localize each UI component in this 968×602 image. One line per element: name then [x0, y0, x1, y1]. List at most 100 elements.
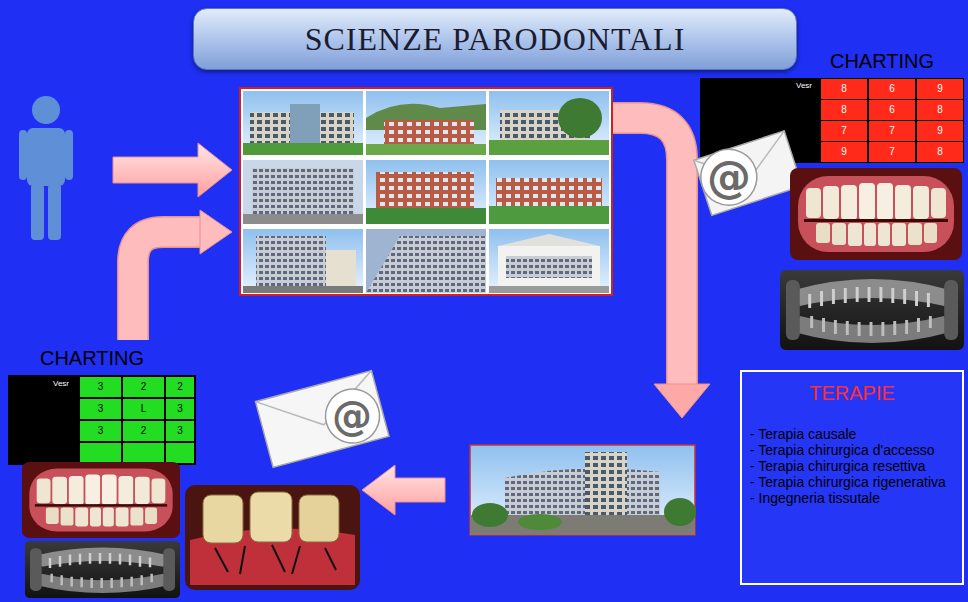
hospital-photo [585, 452, 627, 520]
hospital-collage [489, 229, 609, 293]
periodontal-chart [80, 399, 121, 419]
at-symbol: @ [324, 390, 380, 442]
hospital-collage [366, 236, 486, 293]
person-icon [31, 184, 44, 240]
person-icon [65, 130, 73, 180]
chart-value: 2 [123, 421, 164, 441]
hospital-photo [505, 468, 660, 520]
chart-value: 8 [821, 100, 867, 120]
periodontal-chart [166, 421, 194, 441]
periodontal-chart [166, 443, 194, 463]
flow-arrows [612, 118, 682, 386]
periodontal-chart [166, 377, 194, 397]
teeth-photo [22, 462, 180, 538]
person-icon [27, 128, 65, 186]
email-envelope [694, 130, 803, 215]
periodontal-chart [80, 443, 121, 463]
hospital-collage [240, 88, 612, 295]
periodontal-chart [917, 142, 963, 162]
surgery-photo [299, 495, 339, 542]
list-item: - Terapia chirurgica rigenerativa [750, 474, 954, 490]
person-icon [19, 96, 73, 240]
chart-value: 9 [917, 79, 963, 99]
hospital-collage [366, 160, 486, 224]
title-banner: SCIENZE PARODONTALI [193, 8, 797, 70]
chart-value: 3 [166, 399, 194, 419]
periodontal-chart [80, 421, 121, 441]
periodontal-chart [917, 121, 963, 141]
box-heading: TERAPIE [750, 382, 954, 404]
email-envelope [256, 371, 390, 468]
teeth-photo [22, 462, 180, 538]
chart-value: 3 [80, 421, 121, 441]
hospital-collage [366, 208, 486, 224]
surgery-photo [203, 495, 243, 543]
email-envelope [256, 371, 390, 468]
panoramic-xray [780, 270, 964, 350]
periodontal-chart [123, 399, 164, 419]
hospital-photo [470, 445, 696, 535]
list-item: - Terapia causale [750, 426, 954, 442]
hospital-photo [472, 503, 508, 527]
teeth-photo [790, 168, 962, 260]
at-symbol: @ [699, 149, 759, 205]
chart-value: 8 [821, 79, 867, 99]
hospital-collage [290, 104, 320, 144]
email-envelope [694, 131, 802, 216]
hospital-collage [498, 234, 600, 246]
hospital-collage [366, 91, 486, 155]
hospital-collage [489, 160, 609, 224]
periodontal-chart [821, 121, 867, 141]
flow-arrows [113, 143, 232, 197]
hospital-collage [243, 143, 363, 155]
hospital-collage [489, 286, 609, 293]
surgery-photo [185, 485, 360, 590]
hospital-collage [496, 178, 602, 206]
hospital-photo [518, 514, 562, 530]
list-item: - Terapia chirurgica d'accesso [750, 442, 954, 458]
hospital-collage [243, 286, 363, 293]
list-item: - Terapia chirurgica resettiva [750, 458, 954, 474]
chart-value: 2 [123, 377, 164, 397]
chart-value: 7 [821, 121, 867, 141]
hospital-collage [243, 229, 363, 293]
surgery-photo [185, 485, 360, 590]
periodontal-chart [821, 79, 867, 99]
chart-value: 3 [80, 377, 121, 397]
flow-arrows [654, 384, 710, 418]
hospital-collage [366, 144, 486, 155]
hospital-collage [489, 206, 609, 224]
flow-arrows [133, 232, 202, 340]
chart-value: L [123, 399, 164, 419]
surgery-photo [215, 545, 336, 574]
periodontal-chart [8, 375, 196, 465]
hospital-collage [252, 168, 354, 214]
hospital-collage [243, 160, 363, 224]
email-envelope [319, 383, 385, 449]
flow-arrows [612, 118, 682, 386]
periodontal-chart [869, 121, 915, 141]
chart-value: 2 [166, 377, 194, 397]
hospital-collage [376, 172, 474, 210]
periodontal-chart [123, 377, 164, 397]
chart-value: 9 [917, 121, 963, 141]
hospital-collage [256, 236, 326, 288]
periodontal-chart [869, 142, 915, 162]
periodontal-chart [869, 100, 915, 120]
surgery-photo [250, 492, 292, 542]
list-item: - Ingegneria tissutale [750, 490, 954, 506]
teeth-photo [790, 168, 962, 260]
periodontal-chart [123, 421, 164, 441]
chart-value: 3 [166, 421, 194, 441]
flow-arrows [362, 465, 445, 515]
chart-value: 7 [869, 121, 915, 141]
hospital-collage [240, 88, 612, 295]
person-icon [19, 130, 27, 180]
panoramic-xray [780, 270, 964, 350]
hospital-collage [498, 246, 600, 286]
chart-value: 6 [869, 79, 915, 99]
therapy-box: TERAPIE- Terapia causale- Terapia chirur… [740, 370, 964, 585]
flow-arrows [200, 210, 232, 254]
title-text: SCIENZE PARODONTALI [305, 21, 686, 58]
hospital-collage [489, 91, 609, 155]
